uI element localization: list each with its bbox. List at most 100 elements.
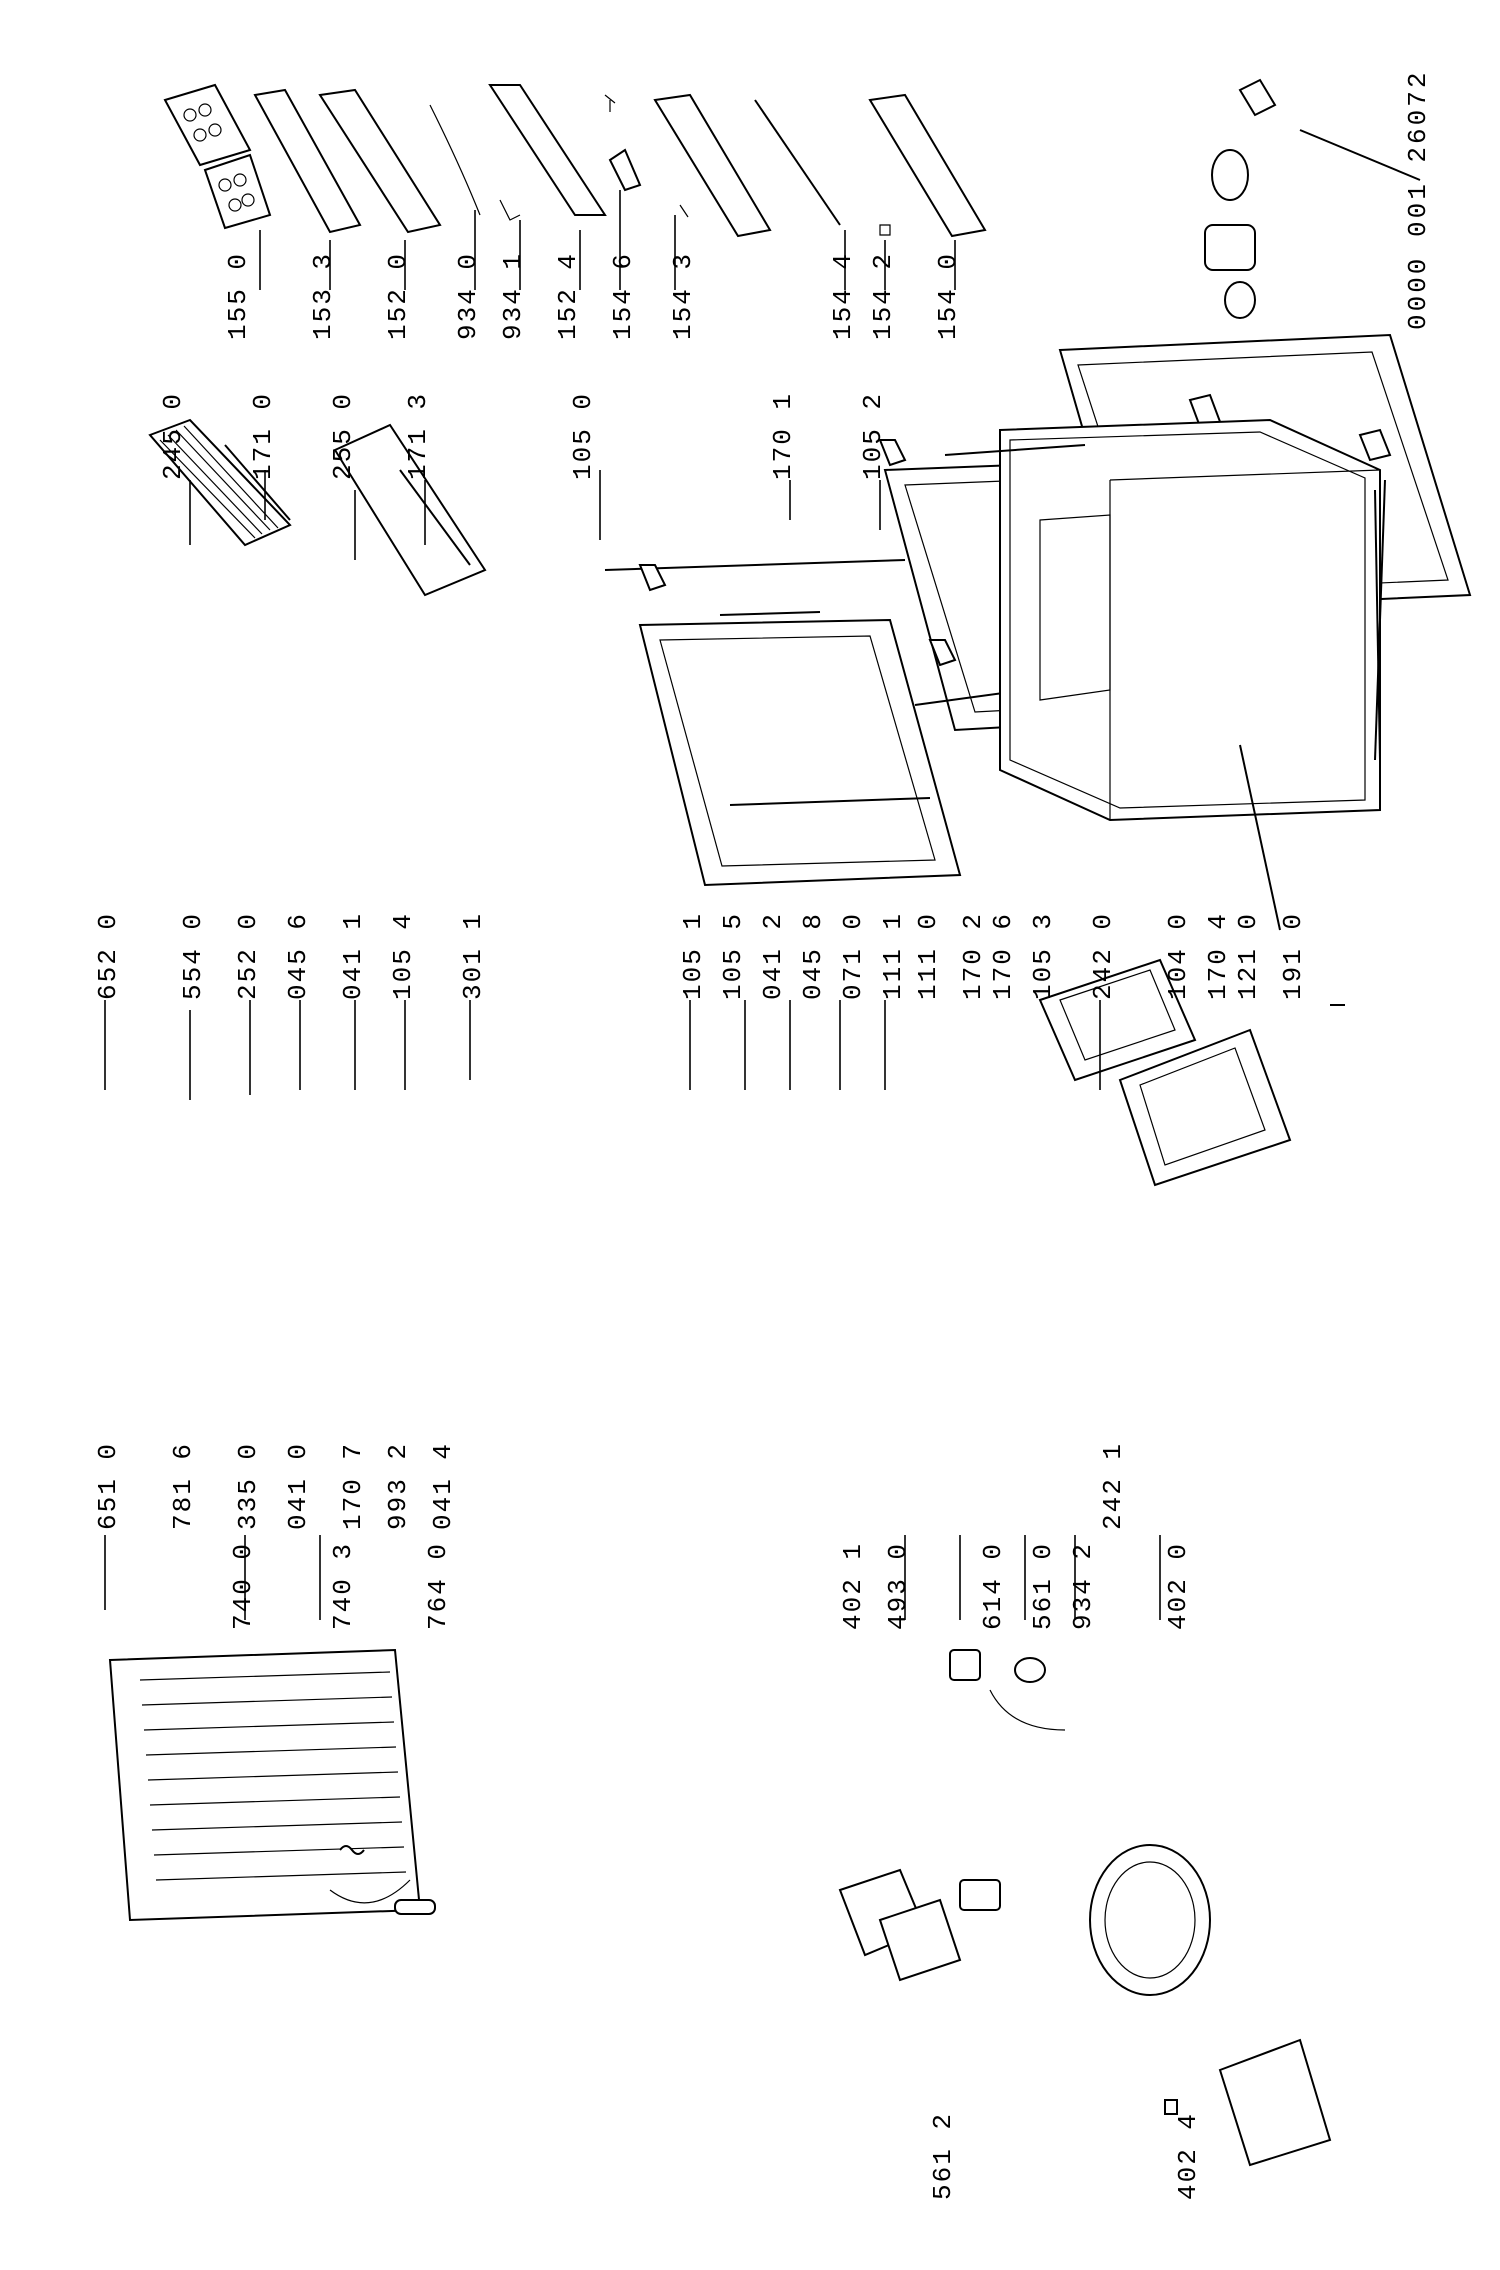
part-number-label: 934 1 [498, 252, 528, 340]
part-number-label: 170 4 [1203, 912, 1233, 1000]
door-strip-icon [719, 611, 821, 616]
part-number-label: 651 0 [93, 1442, 123, 1530]
part-number-label: 154 6 [608, 252, 638, 340]
part-number-label: 335 0 [233, 1442, 263, 1530]
door-strip-icon [729, 797, 931, 806]
evaporator-panel-icon [108, 1648, 422, 1922]
part-number-label: 402 1 [838, 1542, 868, 1630]
shelf-trim-icon [399, 469, 471, 566]
part-number-label: 105 4 [388, 912, 418, 1000]
shelf-group [148, 418, 487, 597]
part-number-label: 104 0 [1163, 912, 1193, 1000]
crisper-drawer-icon [1118, 1028, 1292, 1187]
part-number-label: 045 8 [798, 912, 828, 1000]
part-number-label: 105 0 [568, 392, 598, 480]
bar-retainer-icon [488, 84, 607, 216]
part-number-label: 105 1 [678, 912, 708, 1000]
drain-spring-icon [339, 1845, 365, 1855]
screw-icon [604, 94, 616, 112]
door-liner-icon [638, 618, 962, 887]
tube-icon [394, 1899, 436, 1915]
part-number-label: 152 0 [383, 252, 413, 340]
wire-icon [429, 104, 481, 216]
part-number-label: 934 2 [1068, 1542, 1098, 1630]
part-number-label: 041 2 [758, 912, 788, 1000]
part-number-label: 155 0 [223, 252, 253, 340]
part-number-label: 154 0 [933, 252, 963, 340]
part-number-label: 493 0 [883, 1542, 913, 1630]
part-number-label: 242 0 [1088, 912, 1118, 1000]
lamp-housing-icon [1204, 224, 1256, 271]
part-number-label: 191 0 [1278, 912, 1308, 1000]
thermostat-icon [1238, 78, 1277, 117]
wire-harness-icon [989, 1689, 1066, 1731]
part-number-label: 111 1 [878, 912, 908, 1000]
part-number-label: 561 2 [928, 2112, 958, 2200]
part-number-label: 402 4 [1173, 2112, 1203, 2200]
part-number-label: 301 1 [458, 912, 488, 1000]
part-number-label: 154 3 [668, 252, 698, 340]
part-number-label: 740 3 [328, 1542, 358, 1630]
base-plate-icon [1218, 2038, 1332, 2167]
pin-icon [879, 224, 891, 236]
part-number-label: 152 4 [553, 252, 583, 340]
clip-icon [499, 199, 521, 221]
crisper-drawer-icon [1038, 958, 1197, 1082]
hinge-icon [928, 639, 957, 667]
screw-icon [679, 204, 689, 218]
leader-lines [104, 190, 1161, 1620]
knob-icon [1224, 281, 1256, 319]
rail-icon [944, 444, 1086, 456]
overload-icon [949, 1649, 981, 1681]
part-number-label: 652 0 [93, 912, 123, 1000]
shelf-trim-icon [224, 444, 291, 521]
hinge-icon [878, 439, 907, 467]
part-number-label: 781 6 [168, 1442, 198, 1530]
part-number-label: 153 3 [308, 252, 338, 340]
door-shelf-icon [253, 88, 362, 234]
part-number-label: 041 0 [283, 1442, 313, 1530]
part-number-label: 934 0 [453, 252, 483, 340]
egg-tray-icon [163, 83, 272, 230]
part-label-layer: 155 0 153 3 152 0 934 0 934 1 152 4 154 6 154 3… [93, 252, 1308, 2200]
part-number-label: 170 7 [338, 1442, 368, 1530]
part-number-label: 252 0 [233, 912, 263, 1000]
part-number-label: 105 2 [858, 392, 888, 480]
glass-shelf-icon [333, 423, 487, 597]
part-number-label: 171 0 [248, 392, 278, 480]
sensor-icon [1299, 129, 1421, 181]
door-shelf-group [163, 83, 987, 238]
relay-icon [1014, 1657, 1046, 1683]
cabinet-icon [999, 418, 1381, 822]
capacitor-icon [959, 1879, 1001, 1911]
grommet-icon [1164, 2099, 1178, 2115]
part-number-label: 255 0 [328, 392, 358, 480]
part-number-label: 561 0 [1028, 1542, 1058, 1630]
part-number-label: 993 2 [383, 1442, 413, 1530]
door-shelf-icon [318, 88, 442, 234]
part-number-label: 170 2 [958, 912, 988, 1000]
part-number-label: 041 1 [338, 912, 368, 1000]
part-number-label: 764 0 [423, 1542, 453, 1630]
part-number-label: 171 3 [403, 392, 433, 480]
support-bar-icon [1239, 744, 1281, 931]
part-number-label: 111 0 [913, 912, 943, 1000]
part-number-label: 105 5 [718, 912, 748, 1000]
cabinet-group [944, 418, 1392, 1006]
part-number-label: 170 1 [768, 392, 798, 480]
bracket-icon [1358, 428, 1392, 462]
crisper-group [1038, 744, 1292, 1187]
part-number-label: 154 4 [828, 252, 858, 340]
part-number-label: 614 0 [978, 1542, 1008, 1630]
part-number-label: 740 0 [228, 1542, 258, 1630]
rod-icon [754, 99, 841, 226]
document-number: 0000 001 26072 [1403, 70, 1433, 330]
part-number-label: 105 3 [1028, 912, 1058, 1000]
part-number-label: 402 0 [1163, 1542, 1193, 1630]
hinge-bracket-icon [608, 148, 642, 192]
side-strip-icon [1374, 479, 1386, 761]
knob-icon [1211, 149, 1249, 201]
part-number-label: 121 0 [1233, 912, 1263, 1000]
